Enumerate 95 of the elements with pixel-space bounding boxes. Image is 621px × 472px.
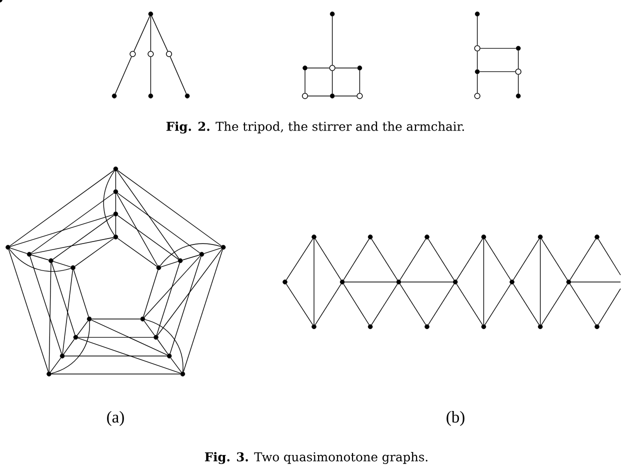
graph-edge (78, 338, 181, 374)
graph-edge (400, 284, 426, 326)
graph-edge (134, 16, 150, 52)
figure-caption: Fig. 3. Two quasimonotone graphs. (205, 452, 428, 464)
graph-edge (484, 284, 512, 326)
graph-edge (114, 56, 132, 94)
graph-edge (160, 261, 178, 268)
graph-edge (73, 270, 89, 318)
graph-edge (151, 16, 168, 52)
graph-edge (170, 256, 202, 354)
graph-edge (476, 16, 478, 46)
graph-edge (314, 284, 342, 326)
graph-edge (204, 248, 222, 254)
graph-edge (170, 358, 182, 372)
graph-edge (150, 16, 152, 52)
graph-edge (456, 238, 483, 280)
graph-edge (541, 238, 568, 280)
graph-edge (117, 170, 222, 246)
graph-edge (598, 288, 621, 326)
graph-edge (480, 48, 516, 49)
graph-edge (115, 216, 116, 235)
graph-edge (518, 50, 519, 69)
graph-edge (512, 238, 540, 280)
graph-edge (343, 284, 370, 326)
curved-edge (103, 170, 115, 236)
graph-edge (157, 338, 168, 354)
graph-edge (10, 248, 28, 254)
graph-edge (371, 284, 398, 326)
graph-edge (8, 249, 49, 372)
graph-edge (10, 170, 114, 246)
curved-edge (50, 321, 90, 374)
graph-edge (50, 358, 62, 372)
graph-edge (78, 336, 154, 338)
graph-edge (156, 262, 180, 336)
curved-edge (9, 248, 72, 272)
graph-edge (314, 238, 342, 280)
graph-edge (182, 254, 200, 260)
graph-edge (359, 70, 360, 94)
graph-edge (428, 284, 454, 326)
graph-edge (183, 249, 223, 372)
graph-edge (62, 270, 74, 354)
graph-edge (304, 70, 306, 94)
graph-edge (116, 193, 158, 266)
graph-edge (91, 320, 168, 356)
graph-edge (598, 238, 621, 276)
graph-edge (512, 284, 540, 326)
graph-edge (150, 56, 152, 94)
graph-edge (117, 192, 200, 254)
graph-edge (570, 284, 596, 326)
graph-edge (48, 262, 52, 372)
graph-edge (484, 238, 512, 280)
graph-edge (428, 238, 454, 280)
graph-edge (51, 262, 76, 336)
panel-label: (b) (446, 411, 464, 426)
graph-edge (76, 320, 88, 336)
graph-edge (483, 239, 484, 325)
graph-edge (479, 71, 516, 72)
graph-edge (400, 238, 426, 280)
graph-edge (30, 256, 62, 354)
panel-label: (a) (107, 411, 124, 426)
graph-edge (332, 70, 333, 94)
curved-edge (144, 319, 184, 372)
graph-edge (63, 338, 75, 354)
graph-edge (518, 74, 519, 94)
graph-edge (74, 238, 114, 267)
graph-edge (332, 16, 333, 66)
graph-edge (144, 320, 155, 336)
graph-edge (456, 284, 483, 326)
graph-edge (286, 238, 314, 280)
graph-edge (91, 318, 141, 320)
graph-edge (286, 284, 314, 326)
graph-edge (115, 194, 116, 212)
graph-edge (343, 238, 370, 280)
graph-edge (170, 56, 187, 94)
graph-edge (30, 192, 114, 254)
graph-edge (52, 215, 114, 260)
graph-edge (10, 214, 114, 247)
graph-edge (117, 215, 179, 260)
graph-edge (117, 238, 158, 267)
graph-edge (476, 74, 478, 94)
graph-edge (31, 254, 50, 260)
graph-edge (52, 261, 72, 268)
graph-edge (115, 171, 116, 190)
graph-edge (116, 170, 180, 260)
graph-edge (541, 284, 568, 326)
curved-edge (160, 243, 222, 266)
graph-edge (540, 239, 541, 325)
graph-edge (31, 237, 114, 254)
graph-edge (570, 238, 596, 280)
graph-edge (144, 256, 200, 318)
graph-edge (476, 51, 478, 70)
graph-edge (143, 270, 158, 318)
figure-caption: Fig. 2. The tripod, the stirrer and the armchair. (166, 122, 464, 134)
graph-edge (157, 248, 222, 336)
graph-edge (371, 238, 398, 280)
